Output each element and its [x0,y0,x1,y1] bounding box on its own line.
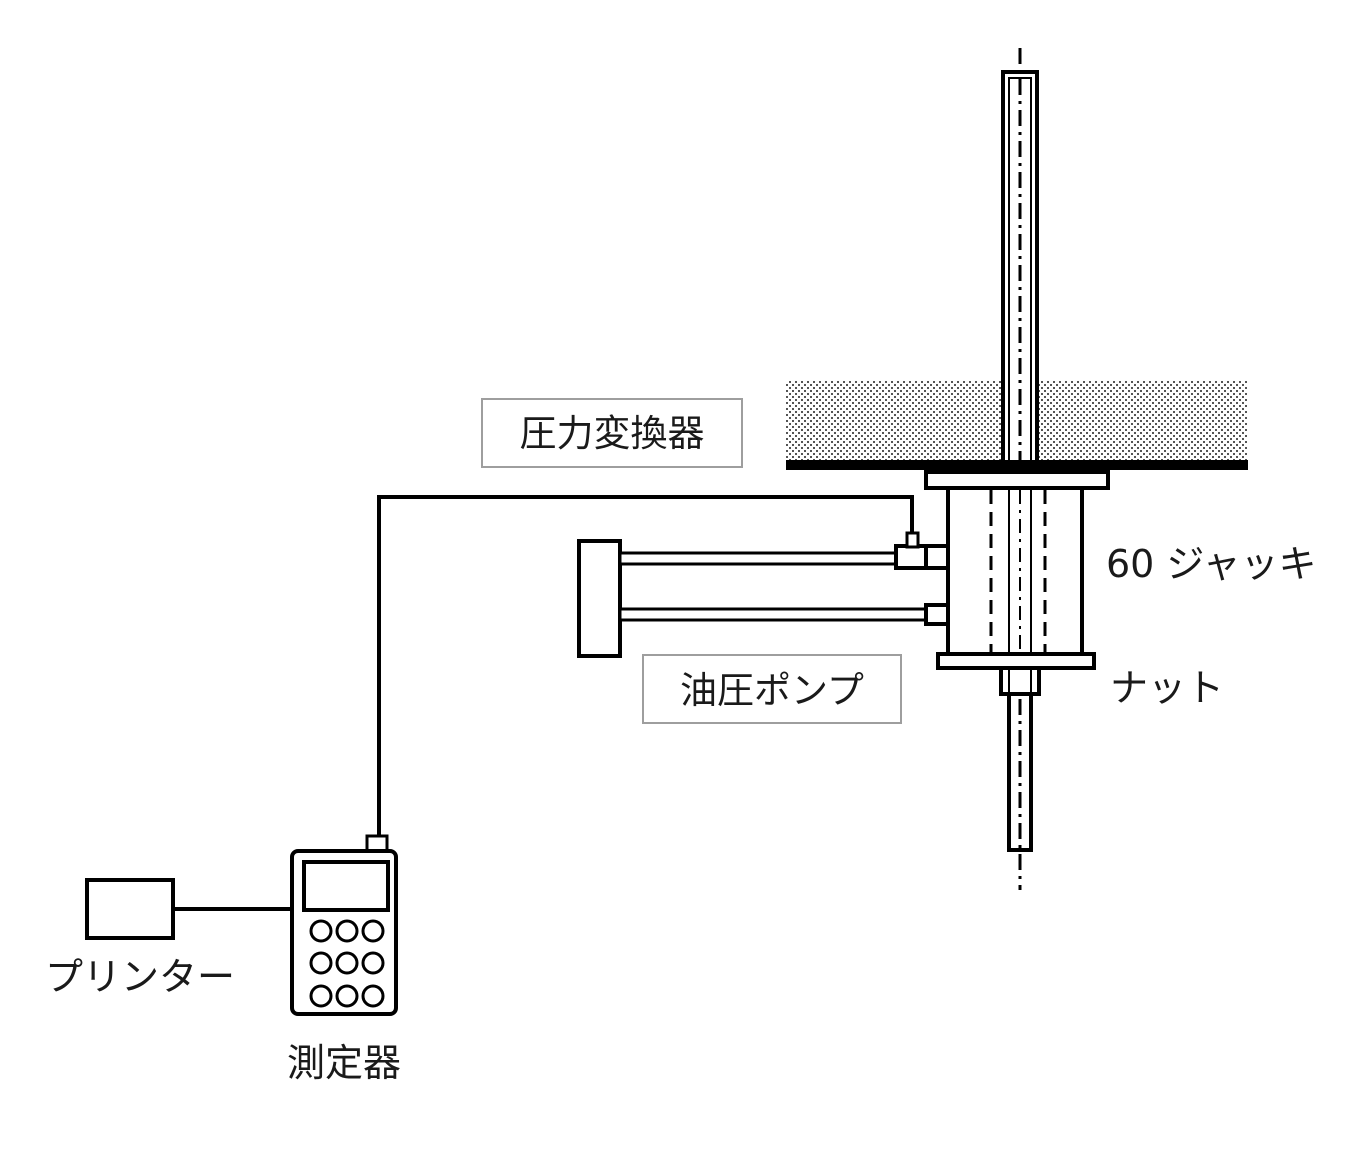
bottom-plate [936,652,1096,670]
nut [999,666,1041,696]
hydraulic-pump-label-box [642,654,902,724]
printer [85,878,175,940]
meter-label: 測定器 [287,1041,401,1085]
measuring-instrument [290,834,398,1016]
pressure-transducer [905,531,920,549]
pressure-transducer-label-box [481,398,743,468]
printer-label: プリンター [45,955,235,999]
hydraulic-pump-label: 油圧ポンプ [680,669,864,712]
jack-label: 60 ジャッキ [1106,542,1317,586]
bearing-plate [924,470,1110,490]
anchor-bar [1001,48,1039,890]
pressure-transducer-label: 圧力変換器 [520,412,705,455]
hydraulic-pump [577,539,928,658]
meter-keypad [309,919,385,1008]
center-hole-jack [946,486,1084,656]
transducer-cable [377,495,914,836]
nut-label: ナット [1110,666,1224,710]
